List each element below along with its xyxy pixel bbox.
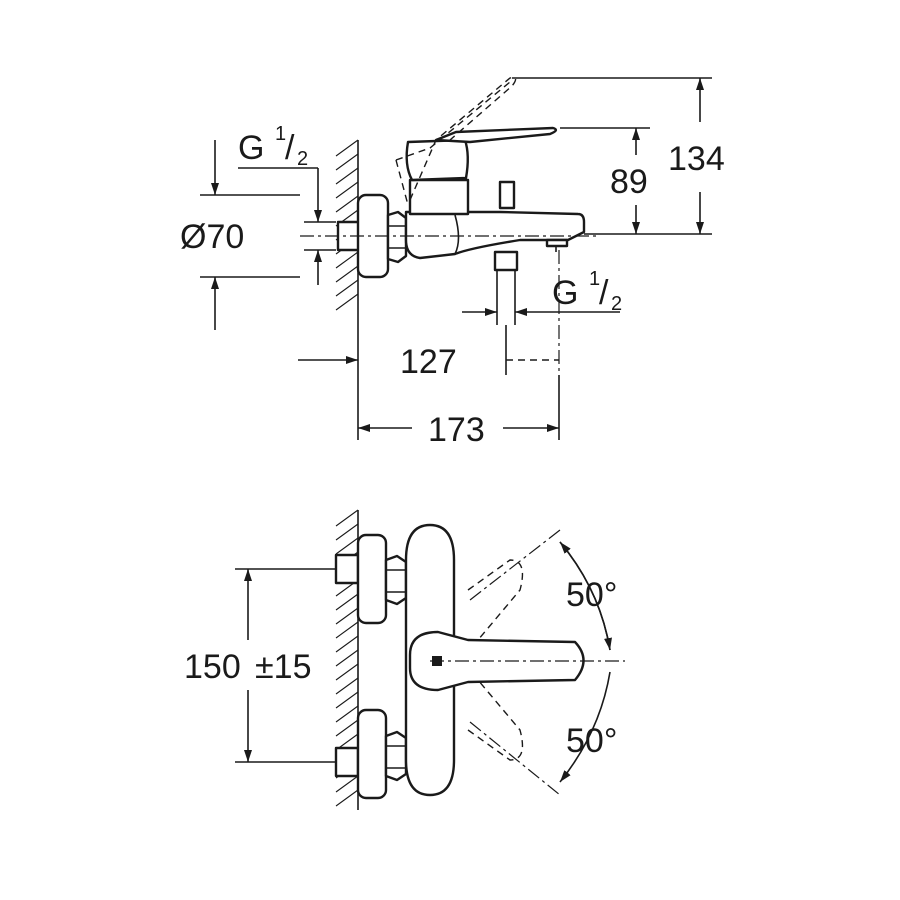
height-total-label: 134 bbox=[668, 140, 725, 178]
hatch-line bbox=[335, 663, 359, 681]
hatch-line bbox=[335, 775, 359, 793]
side-view: G 1 / 2 Ø70 134 89 bbox=[180, 76, 725, 449]
hatch-line bbox=[335, 537, 359, 555]
inlet-thread-den: 2 bbox=[297, 148, 308, 170]
outlet-thread-dimension: G 1 / 2 bbox=[462, 268, 622, 316]
projection-total-dimension: 173 bbox=[357, 310, 560, 449]
centre-tolerance-label: ±15 bbox=[255, 648, 311, 686]
hatch-line bbox=[335, 607, 359, 625]
hatch-line bbox=[335, 523, 359, 541]
rosette-diameter-dimension: Ø70 bbox=[180, 140, 300, 330]
hatch-line bbox=[335, 621, 359, 639]
outlet-thread-num: 1 bbox=[589, 268, 600, 290]
hatch-line bbox=[335, 167, 359, 185]
hatch-line bbox=[335, 181, 359, 199]
outlet-thread-prefix: G bbox=[552, 274, 578, 312]
hatch-line bbox=[335, 635, 359, 653]
angle-dimensions: 50° 50° bbox=[559, 541, 617, 783]
hatch-line bbox=[335, 509, 359, 527]
height-spout-label: 89 bbox=[610, 163, 648, 201]
hatch-line bbox=[335, 251, 359, 269]
projection-outlet-dimension: 127 bbox=[298, 325, 559, 381]
hatch-line bbox=[335, 265, 359, 283]
hatch-line bbox=[335, 789, 359, 807]
hatch-line bbox=[335, 705, 359, 723]
hatch-line bbox=[335, 293, 359, 311]
outlet-thread-slash: / bbox=[599, 274, 609, 312]
rosette-diameter-label: Ø70 bbox=[180, 218, 244, 256]
hatch-line bbox=[335, 649, 359, 667]
inlet-thread-num: 1 bbox=[275, 123, 286, 145]
projection-total-label: 173 bbox=[428, 411, 485, 449]
mixer-body-front bbox=[404, 523, 585, 797]
hatch-line bbox=[335, 593, 359, 611]
centre-distance-label: 150 bbox=[184, 648, 241, 686]
inlet-thread-prefix: G bbox=[238, 129, 264, 167]
projection-outlet-label: 127 bbox=[400, 343, 457, 381]
inlet-thread-slash: / bbox=[285, 129, 295, 167]
hatch-line bbox=[335, 719, 359, 737]
angle-upper-label: 50° bbox=[566, 576, 617, 614]
height-dimensions: 134 89 bbox=[512, 77, 725, 235]
upper-connection bbox=[334, 533, 408, 625]
hatch-line bbox=[335, 279, 359, 297]
hatch-line bbox=[335, 195, 359, 213]
mixer-body-side bbox=[404, 126, 586, 325]
angle-lower-label: 50° bbox=[566, 722, 617, 760]
hatch-line bbox=[335, 139, 359, 157]
hatch-line bbox=[335, 677, 359, 695]
lever-alt-position bbox=[395, 76, 517, 206]
centre-distance-dimension: 150 ±15 bbox=[184, 568, 336, 763]
lower-connection bbox=[334, 708, 408, 800]
hatch-line bbox=[335, 153, 359, 171]
hatch-line bbox=[335, 691, 359, 709]
inlet-thread-dimension: G 1 / 2 bbox=[238, 123, 336, 285]
outlet-thread-den: 2 bbox=[611, 293, 622, 315]
front-view: 50° 50° 150 ±15 bbox=[184, 509, 625, 810]
